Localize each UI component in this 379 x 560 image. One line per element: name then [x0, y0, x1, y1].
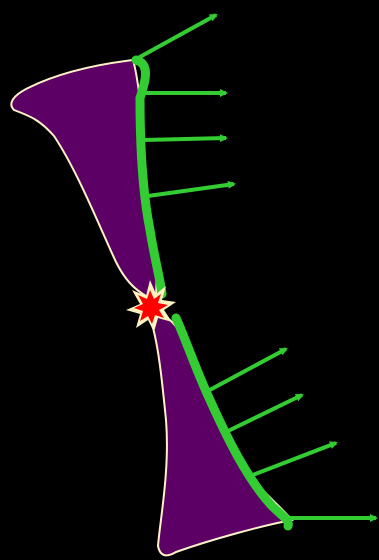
arrow — [144, 138, 226, 140]
